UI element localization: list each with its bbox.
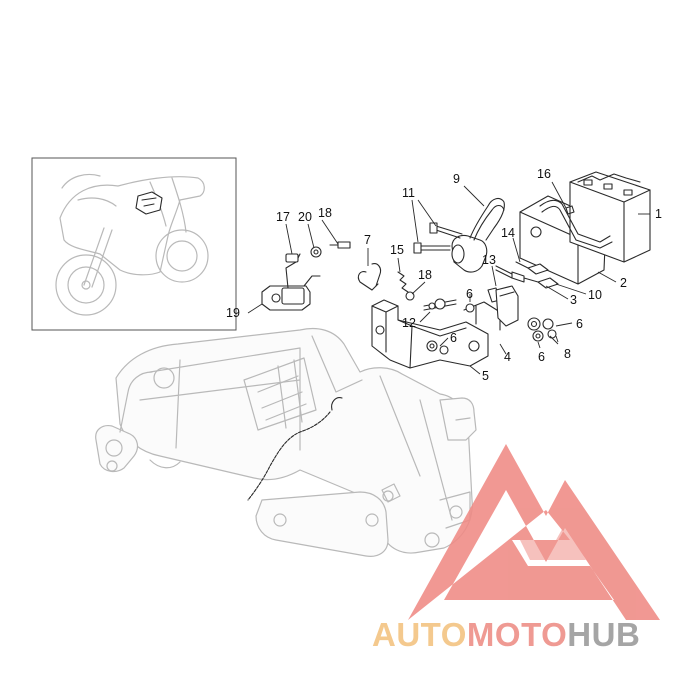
callout-4: 4 [504, 350, 511, 364]
callout-15: 15 [390, 243, 404, 257]
callout-6d: 6 [576, 317, 583, 331]
relay-assembly [261, 241, 351, 311]
callout-14: 14 [501, 226, 515, 240]
brand-word-moto: MOTO [466, 616, 568, 653]
callout-17: 17 [276, 210, 290, 224]
solenoid-assembly [413, 197, 525, 303]
callout-13: 13 [482, 253, 496, 267]
watermark-triangle-icon [408, 444, 660, 620]
callout-2: 2 [620, 276, 627, 290]
callout-11: 11 [402, 186, 415, 200]
brand-word-auto: AUTO [372, 616, 467, 653]
motorcycle-icon [55, 173, 209, 316]
motorcycle-inset [31, 157, 237, 331]
bracket-assembly [357, 263, 557, 369]
watermark-logo [408, 444, 660, 620]
callout-18b: 18 [418, 268, 432, 282]
callout-6a: 6 [466, 287, 473, 301]
callout-8: 8 [564, 347, 571, 361]
callout-20: 20 [298, 210, 312, 224]
callout-16: 16 [537, 167, 551, 181]
callout-1: 1 [655, 207, 662, 221]
battery-assembly [515, 171, 651, 289]
callout-18a: 18 [318, 206, 332, 220]
callout-10: 10 [588, 288, 602, 302]
watermark-brand-text: AUTOMOTOHUB [372, 618, 640, 651]
callout-7: 7 [364, 233, 371, 247]
callout-12: 12 [402, 316, 416, 330]
callout-3: 3 [570, 293, 577, 307]
callout-labels: 1 2 3 4 5 6 6 6 6 7 8 9 10 11 12 13 14 1… [226, 167, 662, 383]
callout-6b: 6 [450, 331, 457, 345]
brand-word-hub: HUB [567, 616, 641, 653]
callout-5: 5 [482, 369, 489, 383]
leader-lines [247, 181, 650, 375]
callout-6c: 6 [538, 350, 545, 364]
callout-19: 19 [226, 306, 240, 320]
callout-9: 9 [453, 172, 460, 186]
frame-assembly [95, 327, 477, 557]
